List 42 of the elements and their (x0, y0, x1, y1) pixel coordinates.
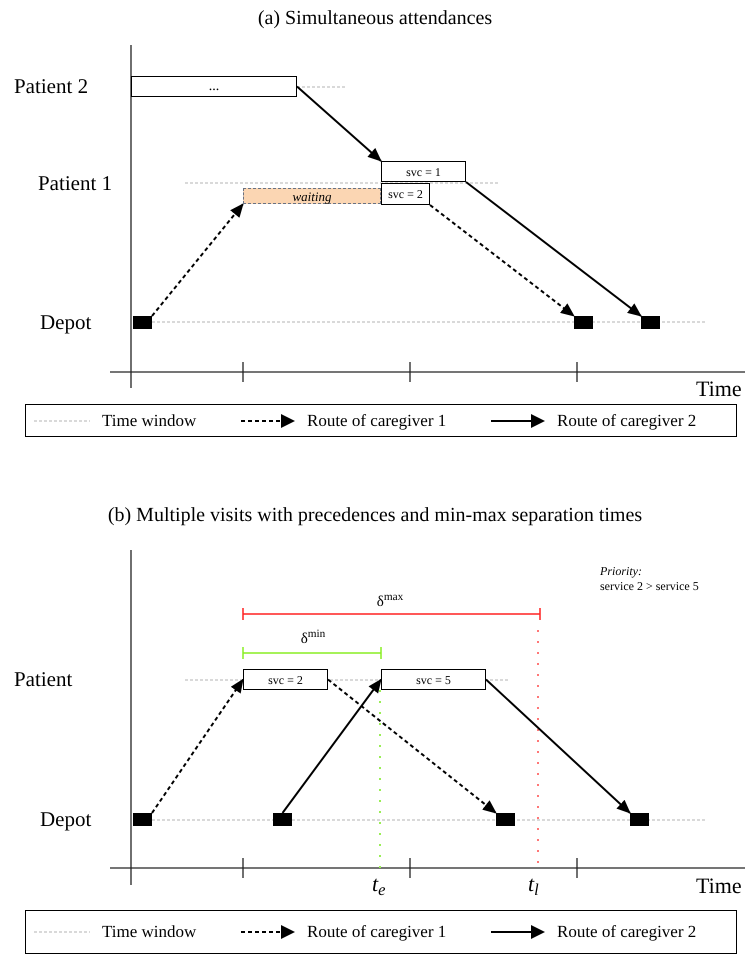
row-label: Depot (40, 806, 92, 832)
time-label: t$_{e}$ (372, 870, 386, 898)
legend-text: Route of caregiver 1 (307, 410, 446, 432)
depot-marker (496, 813, 515, 826)
legend-text: Route of caregiver 2 (557, 410, 696, 432)
axis-label: Time (696, 375, 742, 402)
legend-text: Route of caregiver 2 (557, 921, 696, 944)
route-arrow (429, 204, 575, 317)
waiting-band: waiting (243, 188, 381, 204)
dimension-label: δ$^{max}$ (376, 593, 404, 612)
depot-marker (574, 316, 593, 329)
legend-text: Time window (102, 921, 196, 944)
note-text: service 2 > service 5 (600, 579, 699, 594)
row-label: Depot (40, 309, 92, 336)
service-box: svc = 5 (381, 669, 486, 690)
route-arrow (151, 678, 244, 814)
service-box: svc = 1 (381, 161, 466, 182)
axis-label: Time (696, 872, 742, 900)
depot-marker (133, 316, 152, 329)
legend-text: Time window (102, 410, 196, 432)
task-bar: ... (131, 76, 297, 97)
route-arrow (465, 181, 642, 317)
depot-marker (273, 813, 292, 826)
dimension-label: δ$^{min}$ (300, 630, 326, 649)
panel-title: (a) Simultaneous attendances (258, 6, 492, 31)
depot-marker (630, 813, 649, 826)
panel-title: (b) Multiple visits with precedences and min-max separation times (108, 503, 642, 528)
row-label: Patient (14, 666, 72, 692)
service-box: svc = 2 (381, 183, 430, 205)
route-arrow (282, 678, 382, 814)
service-box: svc = 2 (243, 669, 328, 690)
depot-marker (641, 316, 660, 329)
route-arrow (296, 86, 382, 162)
row-label: Patient 2 (14, 73, 88, 100)
row-label: Patient 1 (38, 170, 112, 196)
note-heading: Priority: (600, 564, 642, 579)
route-arrow (151, 203, 244, 317)
time-label: t$_{l}$ (528, 870, 539, 898)
route-arrow (485, 678, 631, 814)
legend-text: Route of caregiver 1 (307, 921, 446, 944)
route-arrow (327, 678, 497, 814)
depot-marker (133, 813, 152, 826)
